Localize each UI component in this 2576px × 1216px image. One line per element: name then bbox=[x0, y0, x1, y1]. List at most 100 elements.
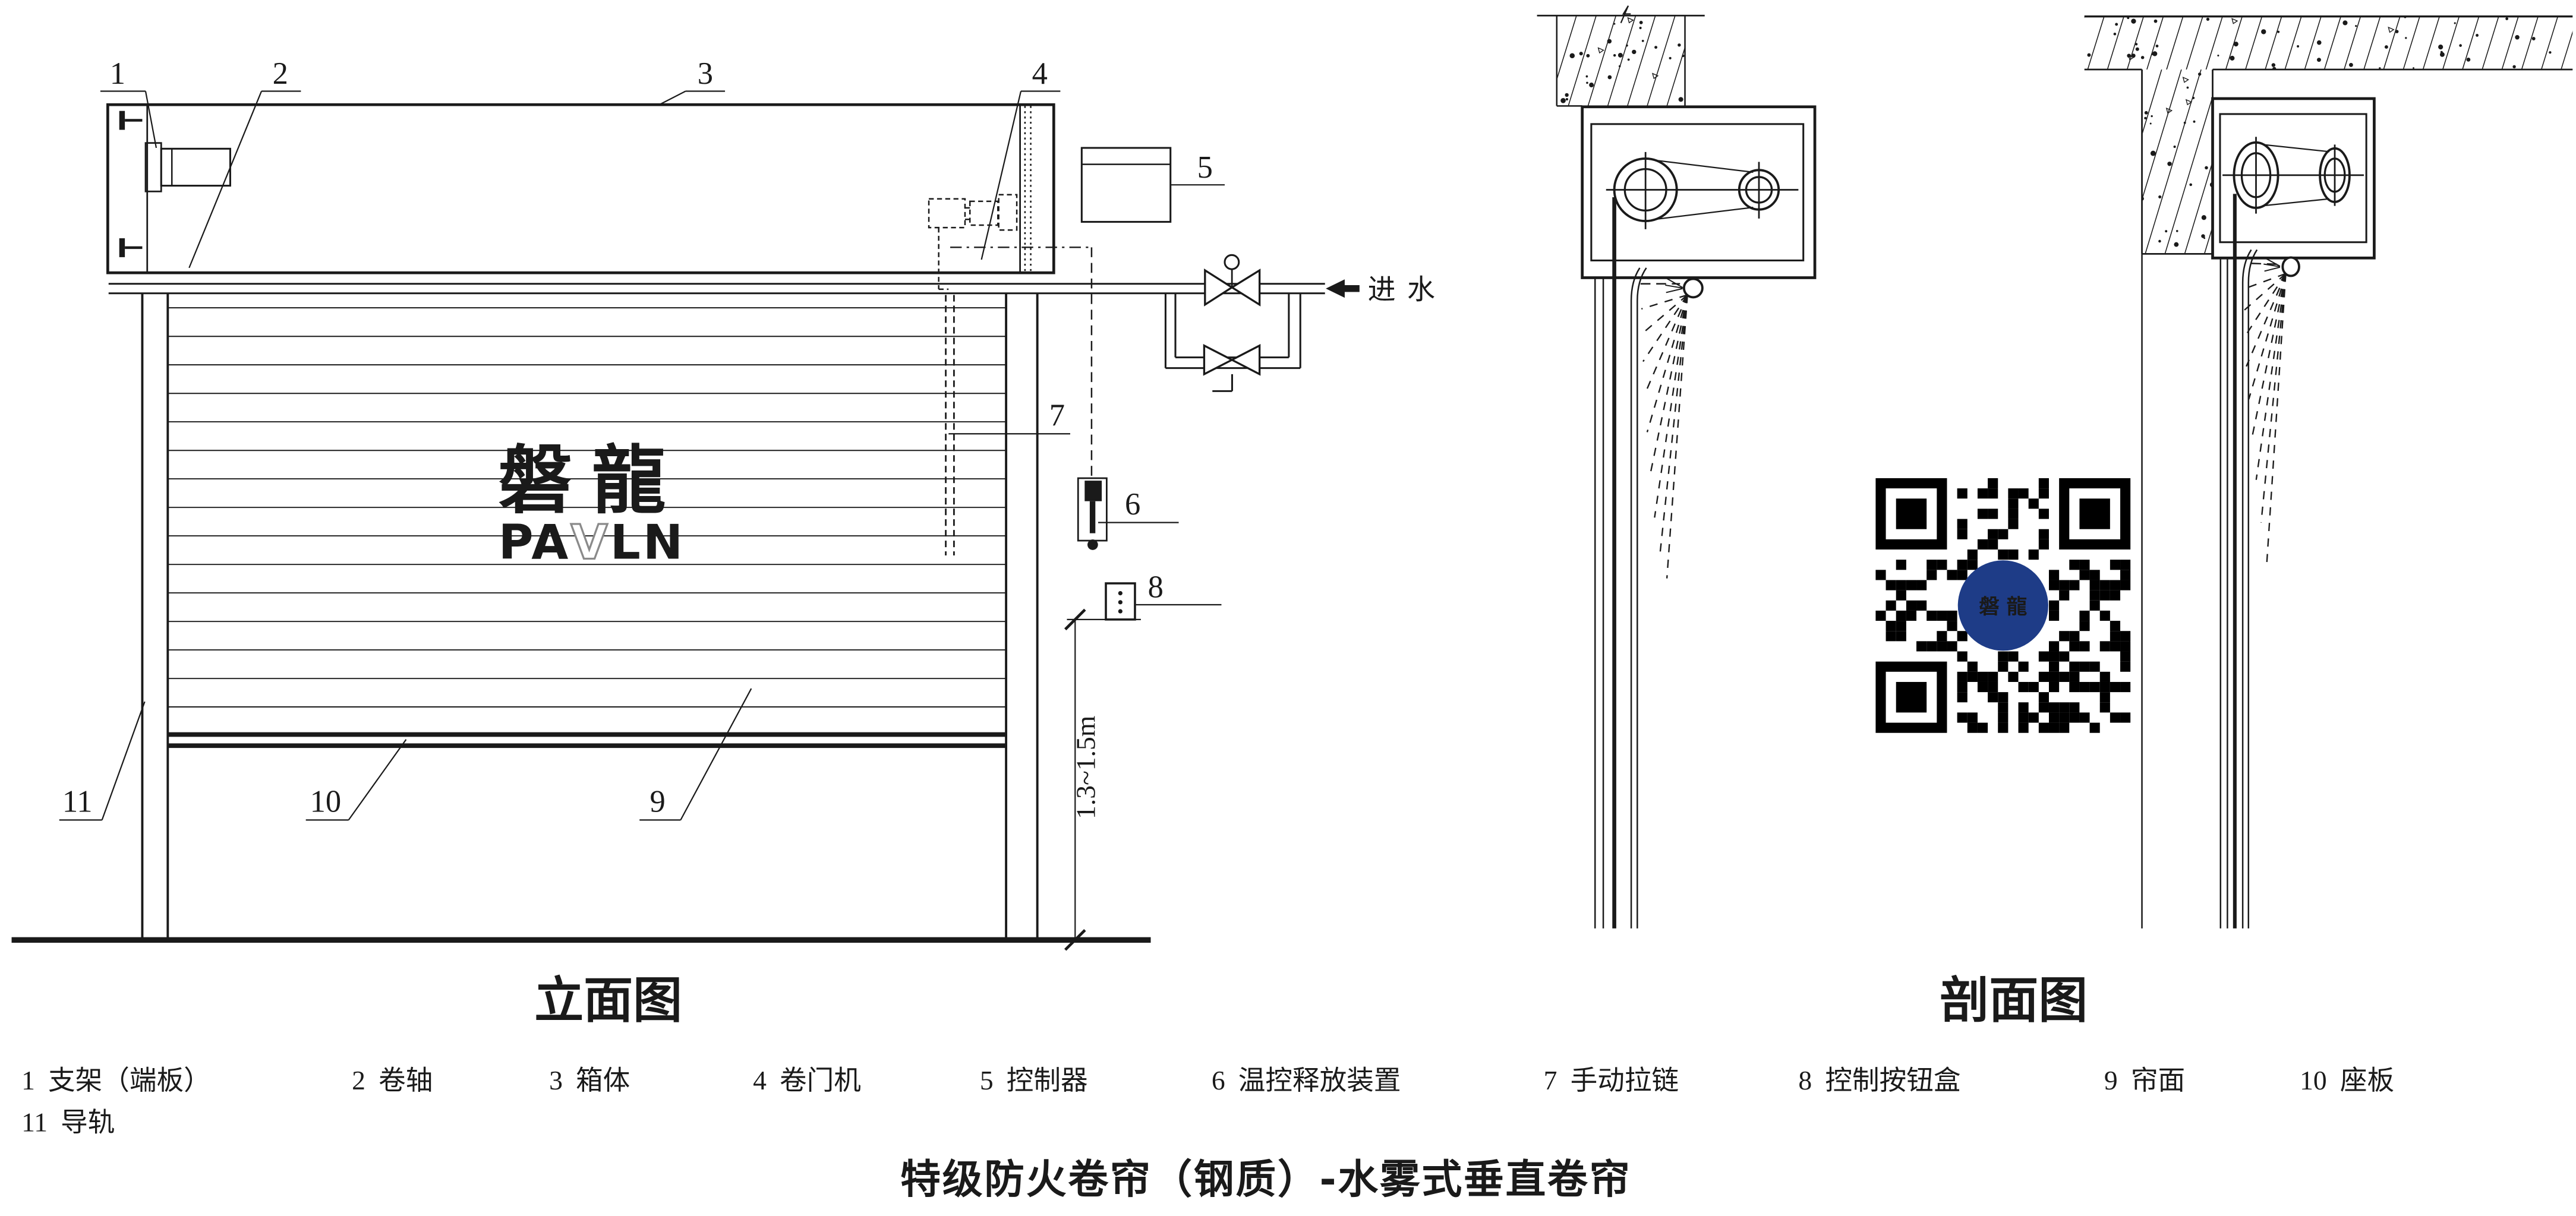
aggregate-dot bbox=[2193, 120, 2196, 123]
aggregate-dot bbox=[2277, 30, 2280, 33]
qr-module bbox=[1875, 570, 1886, 580]
aggregate-dot bbox=[1613, 54, 1616, 57]
aggregate-dot bbox=[1618, 65, 1621, 68]
end-plate-bolts bbox=[119, 110, 143, 257]
aggregate-dot bbox=[2155, 45, 2159, 48]
aggregate-dot bbox=[1565, 97, 1569, 101]
qr-module bbox=[1947, 610, 1957, 621]
qr-module bbox=[1886, 631, 1896, 642]
aggregate-dot bbox=[1579, 52, 1583, 56]
qr-module bbox=[1947, 570, 1957, 580]
spray-pipe bbox=[2241, 249, 2252, 928]
spray-ray bbox=[2251, 273, 2287, 438]
qr-module bbox=[1916, 641, 1927, 652]
qr-module bbox=[2079, 641, 2090, 652]
qr-module bbox=[2018, 712, 2029, 723]
qr-module bbox=[1988, 671, 1998, 682]
inlet-arrow-icon bbox=[1326, 279, 1360, 298]
aggregate-dot bbox=[2505, 17, 2509, 20]
aggregate-dot bbox=[1585, 75, 1588, 78]
qr-module bbox=[1896, 580, 1906, 590]
aggregate-dot bbox=[2183, 121, 2186, 124]
aggregate-dot bbox=[2531, 37, 2536, 40]
aggregate-dot bbox=[2113, 32, 2117, 36]
hatch-line bbox=[2084, 16, 2085, 18]
aggregate-dot bbox=[1654, 46, 1658, 49]
qr-module bbox=[2120, 712, 2131, 723]
qr-module bbox=[2048, 661, 2060, 672]
qr-module bbox=[1977, 508, 1988, 519]
qr-module bbox=[1886, 621, 1896, 631]
qr-module bbox=[1875, 610, 1886, 621]
qr-module bbox=[2018, 702, 2029, 713]
qr-module bbox=[2038, 508, 2049, 519]
callout-10: 10 bbox=[310, 785, 342, 819]
qr-module bbox=[1957, 488, 1968, 499]
qr-module bbox=[1896, 621, 1906, 631]
hatch-line bbox=[2462, 16, 2480, 70]
qr-module bbox=[2099, 671, 2110, 682]
qr-module bbox=[2048, 610, 2060, 621]
qr-module bbox=[2059, 722, 2070, 733]
aggregate-dot bbox=[2149, 122, 2152, 125]
qr-module bbox=[2059, 590, 2070, 601]
gate-valve-lower bbox=[1203, 344, 1261, 376]
qr-module bbox=[2120, 651, 2131, 662]
hatch-line bbox=[2422, 16, 2440, 70]
aggregate-dot bbox=[2348, 62, 2353, 67]
qr-module bbox=[2018, 488, 2029, 499]
qr-module bbox=[2048, 681, 2060, 693]
aggregate-dot bbox=[1589, 83, 1594, 87]
qr-module bbox=[1896, 610, 1906, 621]
qr-module bbox=[2038, 478, 2049, 489]
aggregate-dot bbox=[2150, 150, 2156, 156]
aggregate-dot bbox=[2466, 58, 2471, 62]
spray-ray bbox=[1641, 294, 1688, 310]
qr-module bbox=[2069, 702, 2080, 713]
aggregate-dot bbox=[2355, 25, 2357, 27]
hatch-line bbox=[2323, 16, 2341, 70]
qr-module bbox=[1988, 681, 1998, 693]
push-button-box bbox=[1105, 582, 1136, 621]
aggregate-dot bbox=[1678, 43, 1681, 47]
qr-module bbox=[2069, 631, 2080, 642]
qr-module bbox=[2018, 681, 2029, 693]
qr-module bbox=[1957, 692, 1968, 703]
spray-ray bbox=[2255, 273, 2287, 480]
aggregate-dot bbox=[2144, 110, 2148, 115]
callout-3: 3 bbox=[698, 56, 713, 91]
qr-module bbox=[2089, 722, 2100, 733]
concrete-patch-border bbox=[1556, 15, 1686, 107]
qr-module bbox=[1916, 600, 1927, 611]
qr-module bbox=[2069, 580, 2080, 590]
qr-module bbox=[2048, 570, 2060, 580]
qr-module bbox=[2059, 580, 2070, 590]
qr-module bbox=[1967, 722, 1978, 733]
qr-module bbox=[2120, 681, 2131, 693]
aggregate-dot bbox=[2201, 234, 2205, 238]
spray-ray bbox=[1641, 294, 1688, 334]
hatch-line bbox=[2501, 16, 2519, 70]
nozzle-icon bbox=[1682, 277, 1704, 299]
hatch-line bbox=[1626, 15, 1656, 106]
qr-module bbox=[1977, 488, 1988, 499]
qr-module bbox=[2048, 651, 2060, 662]
qr-module bbox=[2099, 610, 2110, 621]
hatch-line bbox=[1647, 15, 1676, 106]
logo-cn: 磐龍 bbox=[498, 438, 685, 524]
controller-box bbox=[1080, 147, 1172, 223]
aggregate-dot bbox=[2206, 17, 2210, 21]
aggregate-dot bbox=[1618, 53, 1623, 58]
qr-module bbox=[2110, 621, 2121, 631]
qr-module bbox=[1957, 671, 1968, 682]
door-operator bbox=[928, 194, 1018, 290]
concrete-hatch bbox=[2084, 16, 2573, 70]
qr-module bbox=[2079, 681, 2090, 693]
aggregate-dot bbox=[2197, 72, 2202, 76]
